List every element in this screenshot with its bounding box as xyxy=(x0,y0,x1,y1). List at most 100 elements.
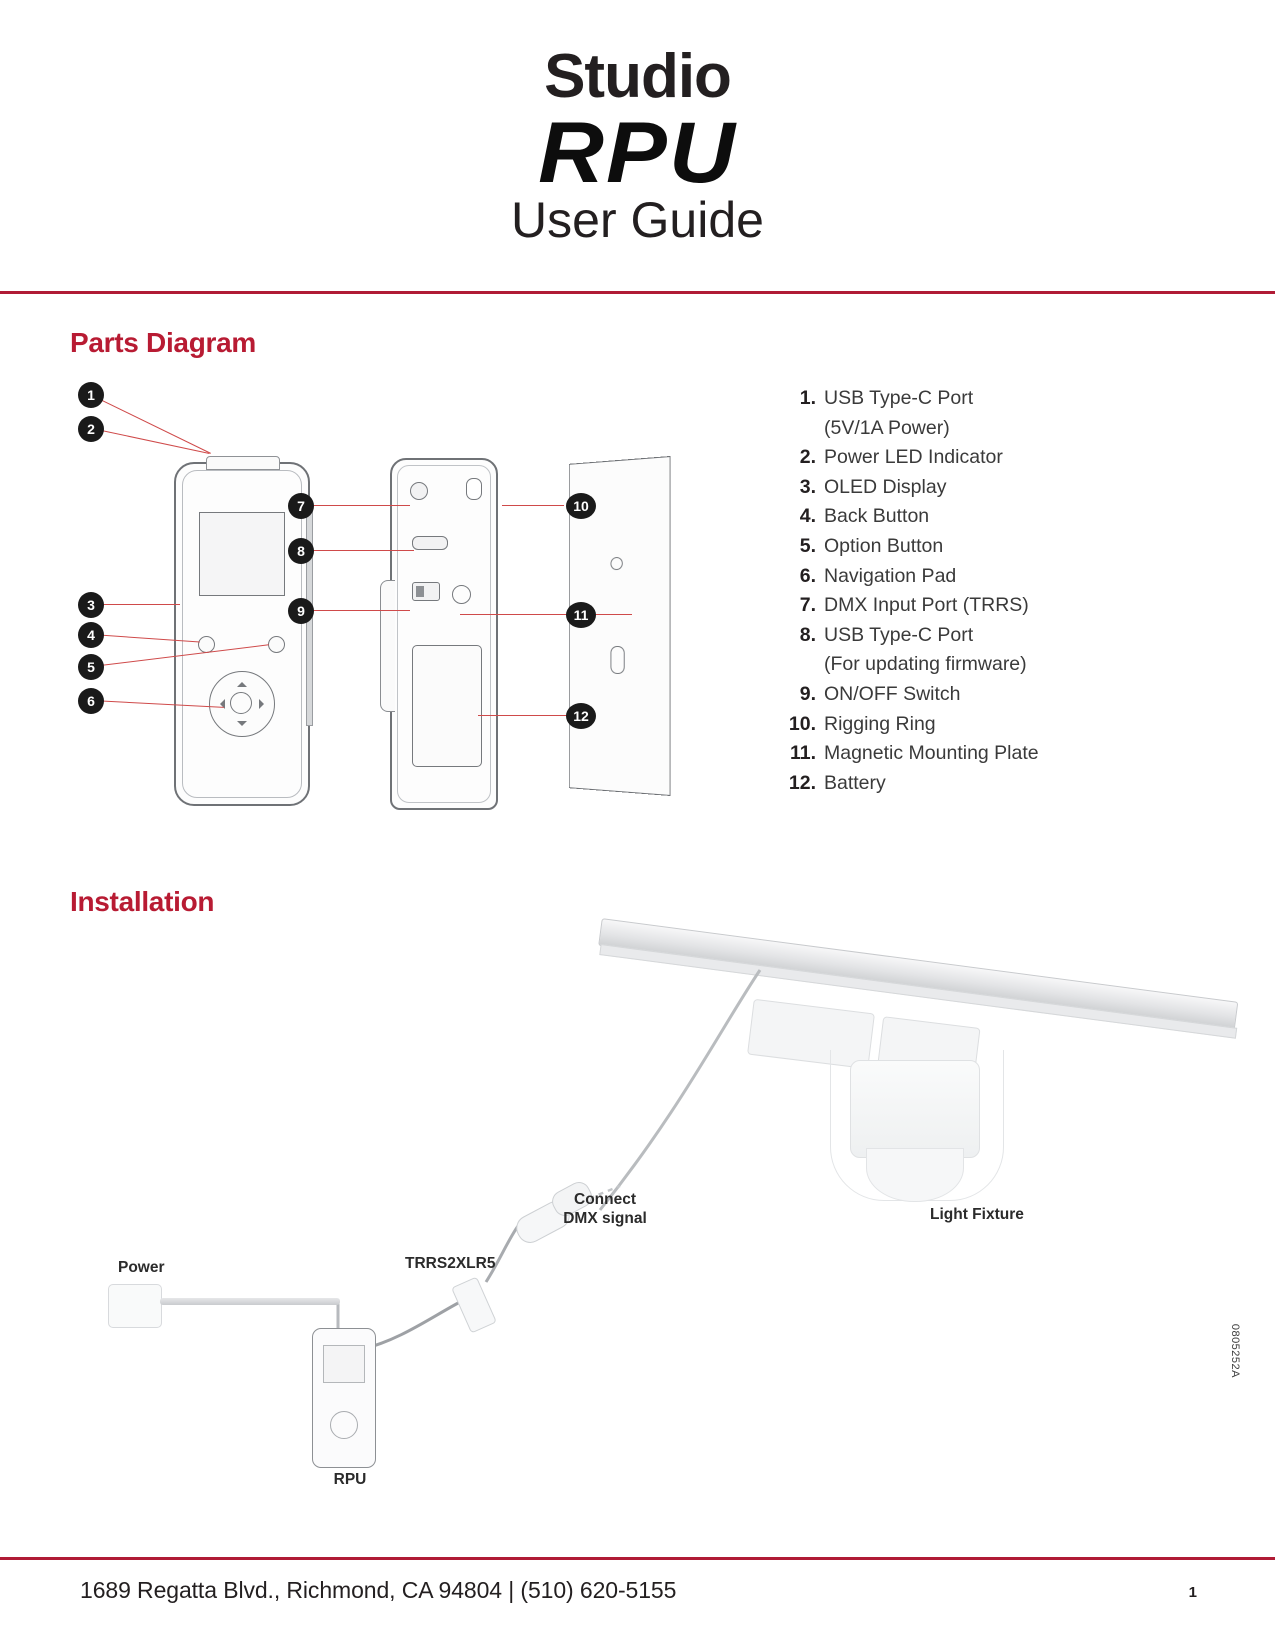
list-item: 5. Option Button xyxy=(782,532,1112,562)
device-top-edge xyxy=(206,456,280,470)
plate-pin-hole xyxy=(610,556,623,571)
callout-10: 10 xyxy=(566,493,596,519)
part-number: 8. xyxy=(799,623,816,646)
leader-line-11b xyxy=(560,614,632,616)
section-heading-parts-diagram: Parts Diagram xyxy=(70,327,256,358)
mounting-hole xyxy=(452,585,471,604)
brand-line: Studio xyxy=(544,42,732,111)
part-number: 6. xyxy=(799,564,816,587)
label-light-fixture: Light Fixture xyxy=(930,1206,1024,1223)
list-item: 2. Power LED Indicator xyxy=(782,443,1112,473)
leader-line-2 xyxy=(91,428,210,455)
document-subtitle: User Guide xyxy=(511,192,764,249)
part-sublabel: (5V/1A Power) xyxy=(824,416,950,439)
part-number: 10. xyxy=(788,712,816,735)
part-label: OLED Display xyxy=(824,475,947,498)
rpu-navigation-pad xyxy=(330,1411,358,1439)
list-item: 4. Back Button xyxy=(782,502,1112,532)
device-side-view xyxy=(380,458,498,810)
part-label: Option Button xyxy=(824,534,944,557)
list-item: 11. Magnetic Mounting Plate xyxy=(782,739,1112,769)
part-label: Magnetic Mounting Plate xyxy=(824,742,1039,765)
section-heading-installation: Installation xyxy=(70,886,215,917)
callout-2: 2 xyxy=(78,416,104,442)
list-item: 6. Navigation Pad xyxy=(782,562,1112,592)
label-power: Power xyxy=(118,1259,165,1276)
page-number: 1 xyxy=(1188,1584,1197,1601)
part-number: 4. xyxy=(799,505,816,528)
navigation-pad xyxy=(209,671,275,737)
nav-left-arrow-icon xyxy=(215,699,225,709)
label-connect-dmx-signal: Connect DMX signal xyxy=(563,1191,647,1227)
dmx-signal-dashed-line xyxy=(579,1184,621,1204)
part-number: 7. xyxy=(799,594,816,617)
document-title-block: Studio RPU User Guide xyxy=(0,42,1275,249)
parts-legend-list: 1. USB Type-C Port (5V/1A Power) 2. Powe… xyxy=(782,384,1112,798)
part-number: 5. xyxy=(799,534,816,557)
part-label: DMX Input Port (TRRS) xyxy=(824,594,1029,617)
leader-line-11 xyxy=(460,614,564,616)
usb-type-c-firmware-port xyxy=(412,536,448,550)
part-label: USB Type-C Port xyxy=(824,623,974,646)
power-adapter-plug xyxy=(108,1284,162,1328)
callout-1: 1 xyxy=(78,382,104,408)
callout-4: 4 xyxy=(78,622,104,648)
leader-line-7 xyxy=(312,505,410,507)
callout-3: 3 xyxy=(78,592,104,618)
rpu-display xyxy=(323,1345,365,1383)
battery-compartment xyxy=(412,645,482,767)
part-label: USB Type-C Port xyxy=(824,387,974,409)
part-label: Back Button xyxy=(824,505,930,528)
list-item: 8. USB Type-C Port xyxy=(782,621,1112,651)
part-number: 12. xyxy=(788,771,816,794)
document-revision-code: 0805252A xyxy=(1229,1323,1241,1378)
power-cable xyxy=(160,1298,340,1305)
part-label: Battery xyxy=(824,771,886,794)
nav-up-arrow-icon xyxy=(237,677,247,687)
header-divider xyxy=(0,291,1275,294)
callout-8: 8 xyxy=(288,538,314,564)
callout-7: 7 xyxy=(288,493,314,519)
part-sublabel: (For updating firmware) xyxy=(824,653,1027,676)
list-item: 1. USB Type-C Port xyxy=(782,384,1112,414)
option-button xyxy=(268,636,285,653)
list-item: 9. ON/OFF Switch xyxy=(782,680,1112,710)
on-off-switch xyxy=(412,582,440,601)
leader-line-8 xyxy=(312,550,414,552)
list-item: 10. Rigging Ring xyxy=(782,710,1112,740)
list-item: 3. OLED Display xyxy=(782,473,1112,503)
light-fixture-body xyxy=(850,1060,980,1158)
nav-down-arrow-icon xyxy=(237,721,247,731)
part-number: 9. xyxy=(799,682,816,705)
dmx-cable-to-fixture xyxy=(598,969,762,1211)
callout-9: 9 xyxy=(288,598,314,624)
plate-slot xyxy=(610,645,625,675)
list-item: 7. DMX Input Port (TRRS) xyxy=(782,591,1112,621)
leader-line-3 xyxy=(92,604,180,606)
dmx-input-port xyxy=(410,482,428,500)
part-label: ON/OFF Switch xyxy=(824,682,961,705)
leader-line-1 xyxy=(91,395,211,455)
oled-display xyxy=(199,512,285,596)
light-fixture-lens xyxy=(866,1148,964,1202)
footer-divider xyxy=(0,1557,1275,1560)
part-label: Power LED Indicator xyxy=(824,446,1003,469)
callout-6: 6 xyxy=(78,688,104,714)
callout-11: 11 xyxy=(566,602,596,628)
device-front-view xyxy=(174,456,313,806)
callout-12: 12 xyxy=(566,703,596,729)
nav-right-arrow-icon xyxy=(259,699,269,709)
parts-diagram-illustration: 1 2 3 4 5 6 7 8 9 10 11 12 xyxy=(60,370,760,830)
installation-illustration: Connect DMX signal Power TRRS2XLR5 Light… xyxy=(60,910,1239,1530)
part-number: 2. xyxy=(799,446,816,469)
callout-5: 5 xyxy=(78,654,104,680)
product-name: RPU xyxy=(538,105,737,201)
part-label: Rigging Ring xyxy=(824,712,936,735)
part-label: Navigation Pad xyxy=(824,564,957,587)
device-side-flap xyxy=(380,580,395,712)
leader-line-9 xyxy=(312,610,410,612)
part-number: 3. xyxy=(799,475,816,498)
rpu-device-installed xyxy=(312,1328,376,1468)
list-item: 12. Battery xyxy=(782,769,1112,799)
